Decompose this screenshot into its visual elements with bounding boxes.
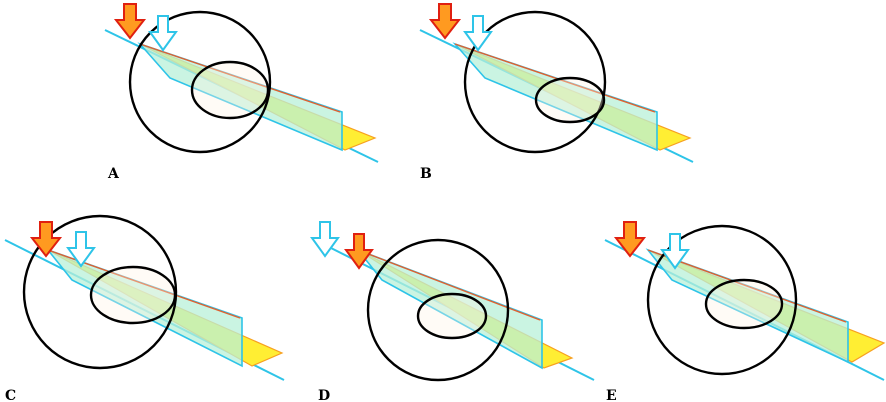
cyan-arrow-icon [310, 221, 340, 258]
outer-circle [463, 10, 607, 154]
panel-label: B [420, 166, 432, 182]
panel-b: B [419, 3, 694, 182]
panel-label: E [606, 388, 617, 402]
red-line [454, 43, 656, 113]
panel-label: C [5, 388, 16, 402]
outer-circle [128, 10, 272, 154]
red-arrow-icon [29, 221, 63, 258]
panel-d: D [310, 221, 595, 402]
panel-label: D [318, 388, 330, 402]
panel-c: C [4, 214, 285, 402]
outer-circle [646, 224, 798, 376]
cyan-arrow-icon [66, 231, 96, 268]
cyan-arrow-icon [463, 15, 493, 52]
red-line [647, 249, 847, 323]
inner-ellipse [416, 292, 488, 340]
red-arrow-icon [113, 3, 147, 40]
inner-ellipse [534, 76, 606, 124]
cyan-arrow-icon [148, 15, 178, 52]
red-arrow-icon [613, 221, 647, 258]
outer-circle [366, 238, 510, 382]
inner-ellipse [704, 278, 784, 330]
inner-ellipse [190, 60, 270, 120]
panel-a: A [104, 3, 379, 182]
red-line [139, 43, 341, 113]
red-arrow-icon [344, 233, 374, 270]
panel-label: A [107, 166, 120, 182]
cyan-arrow-icon [660, 233, 690, 270]
panel-e: E [604, 221, 886, 402]
red-arrow-icon [428, 3, 462, 40]
inner-ellipse [89, 265, 177, 325]
